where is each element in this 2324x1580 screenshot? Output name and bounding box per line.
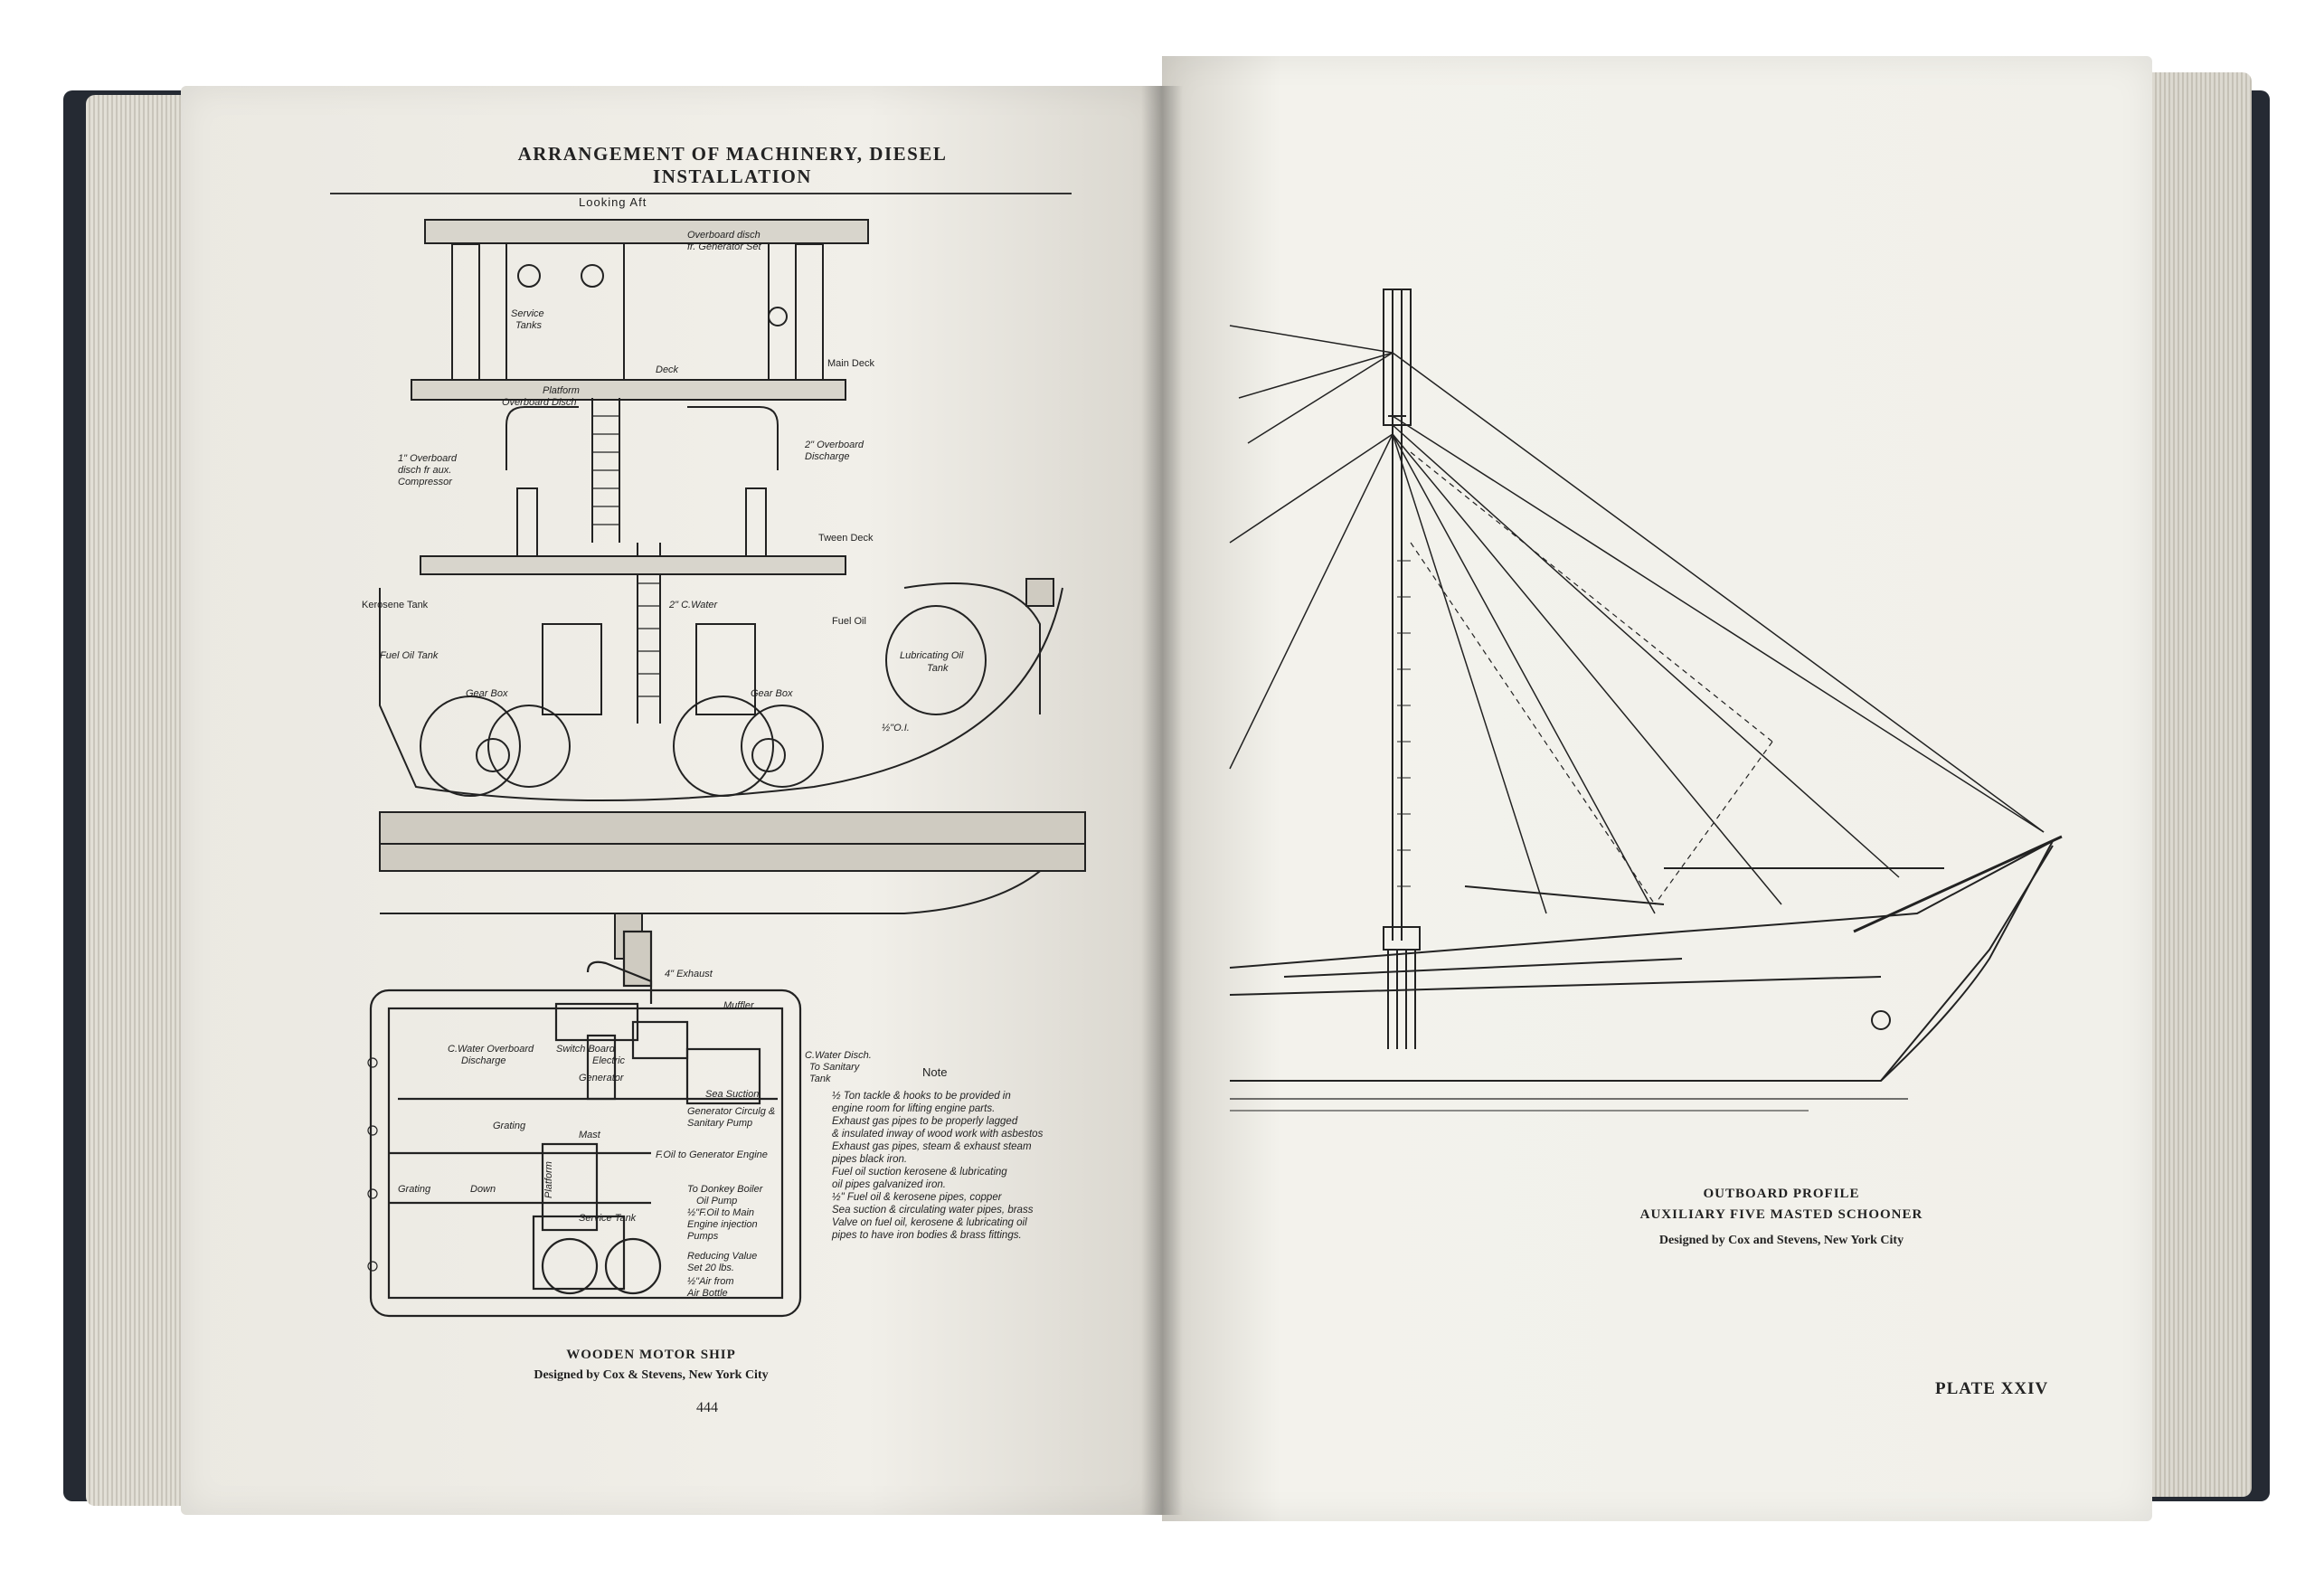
svg-text:Overboard Disch: Overboard Disch: [502, 397, 577, 408]
svg-text:Gear Box: Gear Box: [466, 688, 508, 699]
svg-text:Discharge: Discharge: [461, 1055, 506, 1066]
svg-text:Tank: Tank: [809, 1074, 831, 1084]
left-caption-title: WOODEN MOTOR SHIP: [566, 1348, 736, 1362]
right-page: [1162, 56, 2152, 1521]
svg-text:1" Overboard: 1" Overboard: [398, 453, 458, 464]
looking-aft-label: Looking Aft: [579, 195, 647, 209]
svg-text:Deck: Deck: [656, 364, 679, 375]
svg-text:Generator Circulg &: Generator Circulg &: [687, 1106, 775, 1117]
svg-text:Main Deck: Main Deck: [827, 358, 874, 369]
svg-text:C.Water Disch.: C.Water Disch.: [805, 1050, 872, 1061]
svg-text:Generator: Generator: [579, 1073, 625, 1083]
svg-text:Air Bottle: Air Bottle: [686, 1288, 728, 1299]
left-caption-sub: Designed by Cox & Stevens, New York City: [534, 1368, 769, 1382]
page-header: ARRANGEMENT OF MACHINERY, DIESEL INSTALL…: [517, 143, 948, 187]
plate-number: PLATE XXIV: [1935, 1379, 2049, 1398]
svg-text:Discharge: Discharge: [805, 451, 850, 462]
svg-text:Tank: Tank: [927, 663, 949, 674]
right-caption-title2: AUXILIARY FIVE MASTED SCHOONER: [1639, 1207, 1923, 1222]
left-page: [181, 86, 1162, 1515]
right-caption-title: OUTBOARD PROFILE: [1703, 1187, 1860, 1201]
svg-text:Muffler: Muffler: [723, 1000, 755, 1011]
svg-text:Fuel Oil Tank: Fuel Oil Tank: [380, 650, 439, 661]
right-caption: OUTBOARD PROFILE AUXILIARY FIVE MASTED S…: [1537, 1187, 2026, 1248]
svg-text:Set 20 lbs.: Set 20 lbs.: [687, 1263, 734, 1273]
svg-text:Reducing Value: Reducing Value: [687, 1251, 757, 1262]
svg-text:½"Air from: ½"Air from: [687, 1276, 734, 1287]
svg-text:Engine injection: Engine injection: [687, 1219, 758, 1230]
page-number: 444: [696, 1400, 718, 1415]
svg-text:2" C.Water: 2" C.Water: [668, 600, 719, 610]
right-caption-sub: Designed by Cox and Stevens, New York Ci…: [1658, 1234, 1904, 1247]
svg-text:Platform: Platform: [543, 385, 580, 396]
svg-text:2" Overboard: 2" Overboard: [804, 440, 864, 450]
svg-text:F.Oil to Generator Engine: F.Oil to Generator Engine: [656, 1150, 768, 1160]
svg-text:Mast: Mast: [579, 1130, 601, 1140]
svg-text:Service Tank: Service Tank: [579, 1213, 637, 1224]
svg-text:4" Exhaust: 4" Exhaust: [665, 969, 713, 979]
svg-text:Grating: Grating: [398, 1184, 431, 1195]
book-gutter: [1141, 86, 1183, 1515]
page-edges-left: [86, 95, 194, 1506]
svg-text:Tanks: Tanks: [515, 320, 542, 331]
svg-text:Gear Box: Gear Box: [751, 688, 793, 699]
svg-text:Fuel Oil: Fuel Oil: [832, 616, 866, 627]
svg-text:C.Water Overboard: C.Water Overboard: [448, 1044, 534, 1055]
svg-text:fr. Generator Set: fr. Generator Set: [687, 241, 761, 252]
svg-text:Sanitary Pump: Sanitary Pump: [687, 1118, 752, 1129]
page-edges-right: [2134, 72, 2252, 1497]
svg-text:Electric: Electric: [592, 1055, 626, 1066]
svg-text:To Donkey Boiler: To Donkey Boiler: [687, 1184, 764, 1195]
svg-text:disch fr aux.: disch fr aux.: [398, 465, 451, 476]
svg-text:Down: Down: [470, 1184, 496, 1195]
svg-text:Grating: Grating: [493, 1121, 526, 1131]
svg-text:Kerosene Tank: Kerosene Tank: [362, 600, 429, 610]
construction-notes: ½ Ton tackle & hooks to be provided in e…: [832, 1090, 1076, 1242]
note-heading: Note: [922, 1065, 948, 1079]
left-caption: WOODEN MOTOR SHIP Designed by Cox & Stev…: [488, 1348, 814, 1383]
svg-text:Switch Board: Switch Board: [556, 1044, 616, 1055]
svg-text:Sea Suction: Sea Suction: [705, 1089, 759, 1100]
svg-text:Oil Pump: Oil Pump: [696, 1196, 737, 1206]
notes-text: ½ Ton tackle & hooks to be provided in e…: [832, 1091, 1044, 1241]
svg-text:Tween Deck: Tween Deck: [818, 533, 874, 544]
svg-text:½"O.I.: ½"O.I.: [882, 723, 910, 733]
label-overboard-disch: Overboard disch: [687, 230, 760, 241]
svg-text:Pumps: Pumps: [687, 1231, 719, 1242]
svg-text:½"F.Oil to Main: ½"F.Oil to Main: [687, 1207, 754, 1218]
svg-text:Lubricating Oil: Lubricating Oil: [900, 650, 964, 661]
svg-text:Service: Service: [511, 308, 544, 319]
header-rule: [330, 193, 1072, 194]
svg-text:Compressor: Compressor: [398, 477, 453, 487]
svg-text:Platform: Platform: [543, 1161, 554, 1198]
svg-text:To Sanitary: To Sanitary: [809, 1062, 861, 1073]
